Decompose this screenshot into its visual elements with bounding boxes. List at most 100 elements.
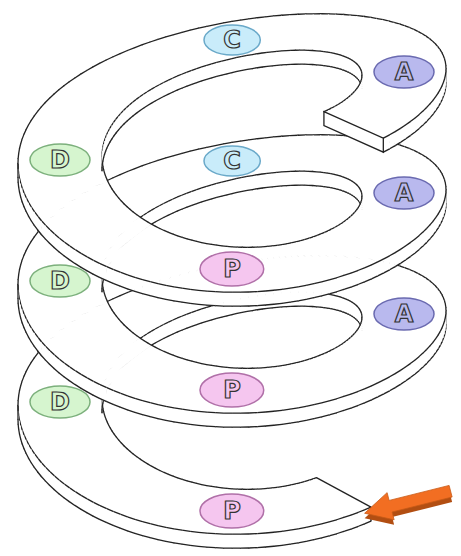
ribbon-outline [202,186,207,188]
ribbon-outline [410,374,415,377]
ribbon-outline [272,245,277,247]
ribbon-wall [197,188,202,204]
ribbon-outline [436,335,438,339]
ribbon-outline [419,232,423,236]
ribbon-outline [75,370,81,374]
ribbon-outline [160,324,164,326]
ribbon-wall [312,172,316,186]
ribbon-outline [212,486,217,488]
ribbon-wall [340,297,343,312]
ribbon-wall [247,176,252,191]
ribbon-outline [34,346,37,351]
ribbon-outline [144,341,148,343]
ribbon-outline [168,353,173,355]
ribbon-outline [217,317,222,318]
ribbon-outline [64,484,69,488]
ribbon-wall [249,534,257,548]
ribbon-outline [106,522,113,525]
ribbon-wall [242,176,247,191]
ribbon-outline [137,336,141,339]
ribbon-outline [227,367,232,369]
ribbon-wall [282,530,290,545]
ribbon-outline [414,357,418,361]
ribbon-outline [383,377,389,380]
ribbon-outline [267,172,272,174]
ribbon-outline [240,426,248,428]
ribbon-outline [197,362,202,363]
ribbon-outline [164,322,168,324]
ribbon-outline [41,355,45,359]
ribbon-outline [257,488,262,490]
ribbon-wall [337,275,344,291]
ribbon-wall [64,484,69,502]
ribbon-outline [64,498,69,502]
ribbon-outline [173,355,178,357]
ribbon-wall [158,405,166,421]
ribbon-wall [69,367,75,385]
ribbon-outline [224,533,232,534]
ribbon-outline [64,363,69,367]
ribbon-outline [423,364,427,368]
ribbon-outline [272,366,277,368]
ribbon-wall [344,515,351,531]
ribbon-outline [54,368,59,372]
ribbon-outline [262,308,267,310]
ribbon-outline [215,533,223,535]
ribbon-outline [168,334,173,336]
ribbon-outline [351,527,358,530]
ribbon-outline [168,199,173,201]
ribbon-outline [158,419,166,421]
ribbon-wall [360,311,362,327]
ribbon-outline [277,185,282,187]
ribbon-outline [217,366,222,368]
ribbon-outline [113,390,120,393]
ribbon-wall [265,532,273,547]
ribbon-wall [50,471,55,489]
ribbon-outline [377,273,383,276]
ribbon-wall [405,364,410,381]
ribbon-outline [337,531,344,533]
ribbon-outline [19,313,20,318]
ribbon-outline [197,309,202,311]
ribbon-outline [207,199,212,201]
ribbon-outline [364,521,370,524]
ribbon-outline [344,273,351,275]
ribbon-wall [306,526,314,542]
ribbon-wall [81,495,87,513]
ribbon-outline [26,453,28,458]
ribbon-outline [436,228,438,232]
ribbon-outline [18,424,20,429]
ribbon-outline [28,458,31,463]
ribbon-wall [272,172,277,186]
ribbon-wall [142,401,150,417]
ribbon-outline [298,541,306,542]
ribbon-outline [144,213,148,215]
ribbon-outline [54,489,59,493]
ribbon-outline [156,205,160,207]
ribbon-outline [31,237,34,242]
ribbon-outline [224,412,232,413]
ribbon-outline [164,472,168,474]
ribbon-outline [31,342,34,347]
ribbon-outline [304,238,308,239]
ribbon-wall [120,393,127,410]
ribbon-outline [69,381,75,385]
ribbon-wall [237,177,242,192]
ribbon-wall [291,171,296,185]
ribbon-outline [197,202,202,204]
ribbon-outline [142,163,150,166]
ribbon-outline [257,425,265,427]
ribbon-outline [156,326,160,328]
ribbon-outline [419,246,423,250]
ribbon-outline [282,530,290,531]
ribbon-outline [419,353,423,357]
ribbon-wall [344,273,351,289]
ribbon-outline [272,172,277,174]
ribbon-outline [17,405,18,419]
ribbon-wall [329,399,336,415]
ribbon-outline [242,176,247,178]
ribbon-outline [224,426,232,427]
ribbon-outline [433,339,436,343]
ribbon-outline [290,135,298,137]
ribbon-outline [174,422,182,423]
